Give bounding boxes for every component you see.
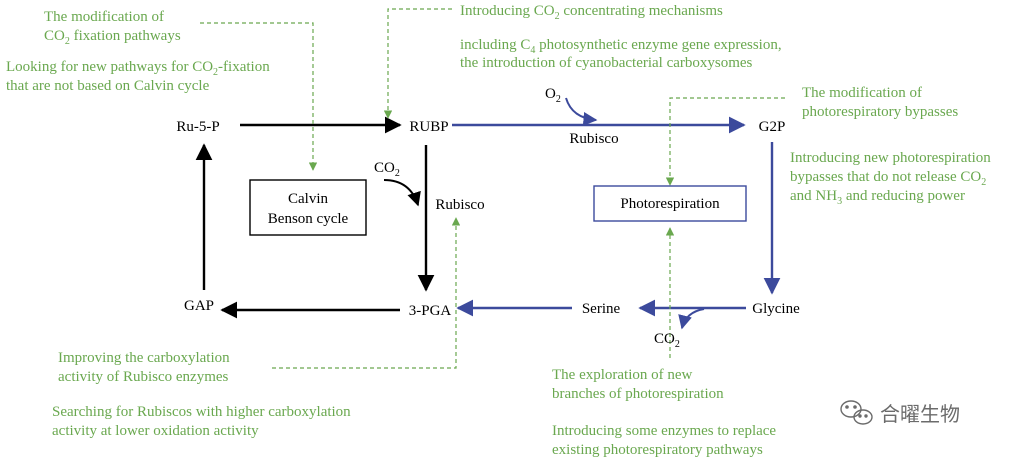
calvin-box-line2: Benson cycle xyxy=(268,211,349,227)
leader-bypass xyxy=(665,97,785,186)
co2-label-released: CO2 xyxy=(654,331,680,350)
annot-ccm-title: Introducing CO2 concentrating mechanisms xyxy=(460,3,723,22)
calvin-box-line1: Calvin xyxy=(288,191,328,207)
o2-label: O2 xyxy=(545,86,561,105)
annotation-texts: The modification of CO2 fixation pathway… xyxy=(6,3,991,458)
photorespiration-box-label: Photorespiration xyxy=(620,196,720,212)
arrow-o2-into-rubisco xyxy=(565,97,598,126)
annot-mod-co2-line2: CO2 fixation pathways xyxy=(44,28,181,47)
wechat-icon xyxy=(840,400,873,425)
node-glycine: Glycine xyxy=(752,301,800,317)
annot-bypass-line2: photorespiratory bypasses xyxy=(802,104,958,120)
annot-explore-line2: branches of photorespiration xyxy=(552,386,724,402)
node-labels: Ru-5-P RUBP G2P GAP 3-PGA Serine Glycine… xyxy=(176,86,800,350)
node-g2p: G2P xyxy=(759,119,786,135)
calvin-benson-box xyxy=(249,179,367,236)
annot-newbypass-line3: and NH3 and reducing power xyxy=(790,188,965,207)
annot-search-line1: Searching for Rubiscos with higher carbo… xyxy=(52,404,351,420)
arrow-co2-released xyxy=(678,308,705,330)
leader-ccm xyxy=(383,8,452,119)
annot-newbypass-line1: Introducing new photorespiration xyxy=(790,150,991,166)
node-ru5p: Ru-5-P xyxy=(176,119,219,135)
rubisco-label-carboxylation: Rubisco xyxy=(435,197,484,213)
arrow-co2-into-cycle xyxy=(383,179,421,207)
annot-ccm-line2: the introduction of cyanobacterial carbo… xyxy=(460,55,753,71)
co2-label-carboxylation: CO2 xyxy=(374,160,400,179)
rubisco-label-oxygenation: Rubisco xyxy=(569,131,618,147)
calvin-cycle-arrows xyxy=(195,116,435,319)
node-pga: 3-PGA xyxy=(409,303,452,319)
annot-replace-line2: existing photorespiratory pathways xyxy=(552,442,763,458)
annot-improve-line1: Improving the carboxylation xyxy=(58,350,230,366)
annot-ccm-line1: including C4 photosynthetic enzyme gene … xyxy=(460,37,782,56)
photorespiration-arrows xyxy=(452,97,781,330)
annot-mod-co2-line1: The modification of xyxy=(44,9,164,25)
watermark: 合曜生物 xyxy=(840,400,960,426)
node-serine: Serine xyxy=(582,301,621,317)
watermark-text: 合曜生物 xyxy=(880,402,960,426)
annot-new-path-line2: that are not based on Calvin cycle xyxy=(6,78,210,94)
annot-explore-line1: The exploration of new xyxy=(552,367,693,383)
annot-replace-line1: Introducing some enzymes to replace xyxy=(552,423,776,439)
annot-search-line2: activity at lower oxidation activity xyxy=(52,423,259,439)
annotation-leaders xyxy=(200,8,785,369)
node-gap: GAP xyxy=(184,298,214,314)
leader-rubisco-improve xyxy=(272,217,461,369)
leader-co2-fixation xyxy=(200,22,318,171)
annot-new-path-line1: Looking for new pathways for CO2-fixatio… xyxy=(6,59,270,78)
annot-bypass-line1: The modification of xyxy=(802,85,922,101)
node-rubp: RUBP xyxy=(409,119,448,135)
annot-newbypass-line2: bypasses that do not release CO2 xyxy=(790,169,986,188)
photorespiration-box xyxy=(593,185,747,222)
annot-improve-line2: activity of Rubisco enzymes xyxy=(58,369,229,385)
